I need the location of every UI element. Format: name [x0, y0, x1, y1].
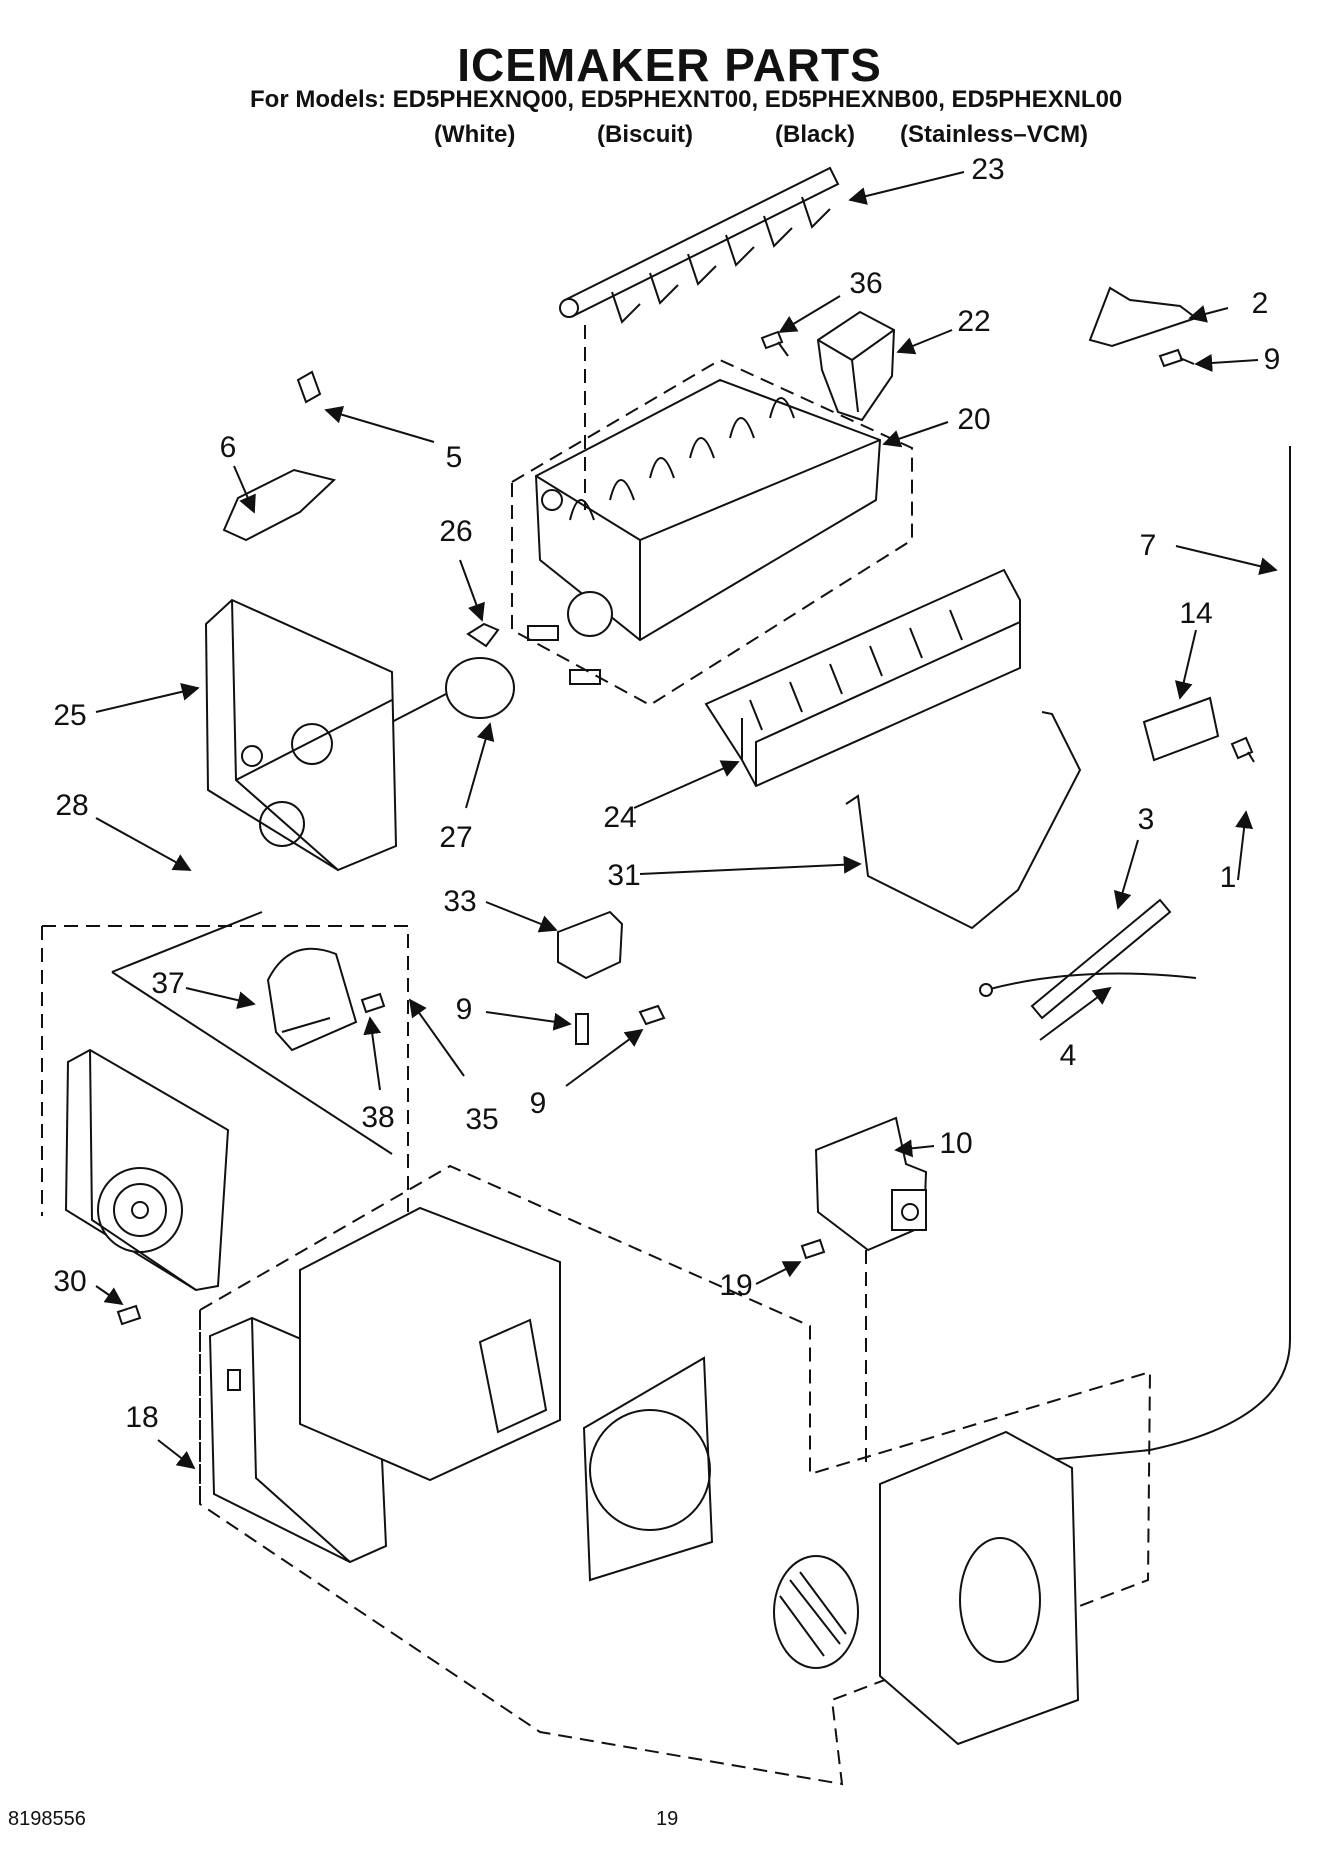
screw-1-part	[1230, 736, 1255, 763]
tube-4-end	[979, 983, 993, 997]
callout-5: 5	[445, 441, 463, 474]
callout-2: 2	[1251, 287, 1269, 320]
fill-cup-part	[816, 310, 896, 422]
callout-27: 27	[439, 821, 473, 854]
callout-9-low: 9	[529, 1087, 547, 1120]
cover-24-part	[704, 568, 1021, 788]
callout-9-mid: 9	[455, 993, 473, 1026]
callout-35: 35	[465, 1103, 499, 1136]
mold-body-part	[527, 378, 882, 685]
diagram-title: ICEMAKER PARTS	[457, 39, 882, 91]
motor-37-part	[266, 947, 358, 1052]
callout-10: 10	[939, 1127, 973, 1160]
control-housing-part	[204, 598, 398, 872]
variant-white: (White)	[434, 121, 516, 148]
callout-25: 25	[53, 699, 87, 732]
motor-kit-guides	[111, 911, 393, 1155]
thermostat-part	[383, 657, 515, 727]
ejector-arm-part	[559, 166, 840, 324]
callout-36: 36	[849, 267, 883, 300]
variant-black: (Black)	[775, 121, 856, 148]
screw-38-part	[360, 992, 386, 1014]
variant-biscuit: (Biscuit)	[597, 121, 693, 148]
auger-assembly-outline	[199, 1164, 1152, 1786]
screw-9c-part	[638, 1004, 666, 1026]
callout-26: 26	[439, 515, 473, 548]
callout-19: 19	[719, 1269, 753, 1302]
retainer-26-part	[466, 622, 500, 648]
callout-23: 23	[971, 153, 1005, 186]
page-number: 19	[656, 1808, 679, 1830]
tube-4-part	[985, 972, 1197, 991]
callout-6: 6	[219, 431, 237, 464]
callout-30: 30	[53, 1265, 87, 1298]
clip-2-part	[1088, 286, 1199, 348]
callout-31: 31	[607, 859, 641, 892]
callout-28: 28	[55, 789, 89, 822]
callout-leader-lines	[95, 171, 1278, 1470]
callout-38: 38	[361, 1101, 395, 1134]
callout-9-top: 9	[1263, 343, 1281, 376]
callout-14: 14	[1179, 597, 1213, 630]
gear-plate-part	[64, 1048, 230, 1292]
auger-housing-part	[208, 1206, 1080, 1746]
callout-33: 33	[443, 885, 477, 918]
callout-3: 3	[1137, 803, 1155, 836]
variant-stainless: (Stainless–VCM)	[900, 121, 1089, 148]
screw-9b-part	[575, 1013, 589, 1045]
screw-19-part	[800, 1238, 826, 1260]
models-line: For Models: ED5PHEXNQ00, ED5PHEXNT00, ED…	[250, 86, 1123, 113]
water-valve-part	[814, 1116, 928, 1252]
callout-1: 1	[1219, 861, 1237, 894]
screw-9a-part	[1158, 348, 1195, 368]
callout-7: 7	[1139, 529, 1157, 562]
screw-36-part	[760, 330, 789, 357]
cover-6-part	[222, 468, 337, 542]
shutoff-arm-31-part	[845, 711, 1082, 930]
callout-4: 4	[1059, 1039, 1077, 1072]
callout-37: 37	[151, 967, 185, 1000]
callout-18: 18	[125, 1401, 159, 1434]
bracket-33-part	[557, 910, 624, 980]
callout-22: 22	[957, 305, 991, 338]
clip-5-part	[296, 370, 322, 404]
callout-20: 20	[957, 403, 991, 436]
document-number: 8198556	[8, 1808, 86, 1830]
tube-3-part	[1030, 898, 1172, 1020]
clamp-14-part	[1142, 696, 1220, 762]
screw-30-part	[116, 1304, 142, 1326]
callout-24: 24	[603, 801, 637, 834]
motor-kit-outline	[41, 925, 409, 1234]
